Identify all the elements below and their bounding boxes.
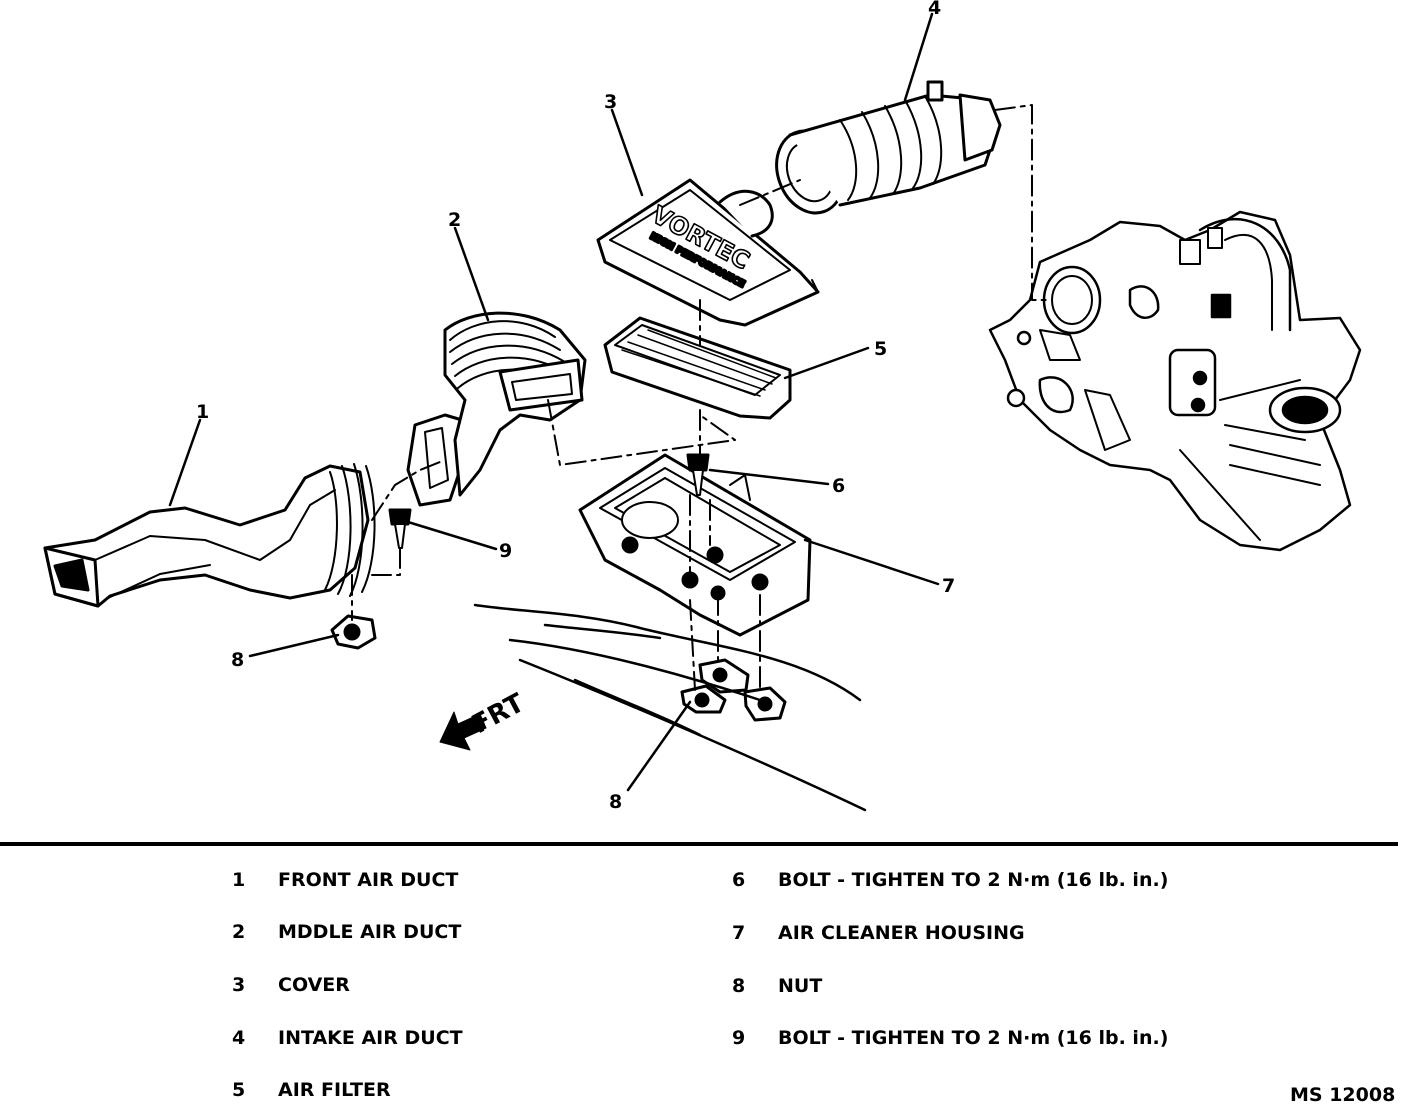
callout-6: 6 xyxy=(832,475,845,497)
callout-8-left: 8 xyxy=(231,649,244,671)
assembly-lines xyxy=(351,104,1049,693)
air-filter xyxy=(603,316,792,420)
callout-7: 7 xyxy=(942,575,955,597)
callout-9: 9 xyxy=(499,540,512,562)
legend-text: AIR FILTER xyxy=(278,1079,391,1101)
nut-8-bracket-c xyxy=(743,686,787,722)
legend-text: MDDLE AIR DUCT xyxy=(278,921,462,943)
bolt-9 xyxy=(388,508,412,549)
legend-text: FRONT AIR DUCT xyxy=(278,869,459,891)
air-cleaner-cover: VORTEC HIGH PERFORMANCE xyxy=(596,178,820,327)
legend-text: COVER xyxy=(278,974,350,996)
callout-1: 1 xyxy=(196,401,209,423)
leader-lines xyxy=(168,12,940,792)
callout-4: 4 xyxy=(928,0,941,19)
legend-number: 9 xyxy=(732,1027,746,1049)
front-air-duct xyxy=(43,463,376,608)
nut-8-left xyxy=(330,614,377,650)
legend-number: 4 xyxy=(232,1027,246,1049)
legend-number: 8 xyxy=(732,975,746,997)
callout-5: 5 xyxy=(874,338,887,360)
legend-number: 7 xyxy=(732,922,746,944)
callout-3: 3 xyxy=(604,91,617,113)
parts-legend: 1 FRONT AIR DUCT 2 MDDLE AIR DUCT 3 COVE… xyxy=(0,860,1408,1106)
bolt-6 xyxy=(686,453,710,496)
nut-8-bracket-b xyxy=(680,684,727,714)
callout-2: 2 xyxy=(448,209,461,231)
frt-label: FRT xyxy=(467,688,529,740)
legend-number: 3 xyxy=(232,974,246,996)
front-direction-arrow xyxy=(439,711,487,751)
legend-number: 5 xyxy=(232,1079,246,1101)
legend-number: 6 xyxy=(732,869,746,891)
middle-air-duct xyxy=(406,311,587,507)
intake-air-duct xyxy=(775,80,1002,215)
callout-8-bottom: 8 xyxy=(609,791,622,813)
legend-number: 2 xyxy=(232,921,246,943)
vehicle-body-outline xyxy=(473,603,867,812)
air-cleaner-housing xyxy=(578,453,812,637)
legend-text: BOLT - TIGHTEN TO 2 N·m (16 lb. in.) xyxy=(778,1027,1169,1049)
legend-number: 1 xyxy=(232,869,246,891)
figure-id: MS 12008 xyxy=(1290,1084,1396,1106)
legend-text: AIR CLEANER HOUSING xyxy=(778,922,1025,944)
throttle-body-engine xyxy=(988,210,1362,552)
legend-text: INTAKE AIR DUCT xyxy=(278,1027,463,1049)
legend-text: NUT xyxy=(778,975,823,997)
divider-rule xyxy=(0,842,1398,846)
legend-text: BOLT - TIGHTEN TO 2 N·m (16 lb. in.) xyxy=(778,869,1169,891)
exploded-view-diagram: VORTEC HIGH PERFORMANCE xyxy=(43,0,1362,813)
